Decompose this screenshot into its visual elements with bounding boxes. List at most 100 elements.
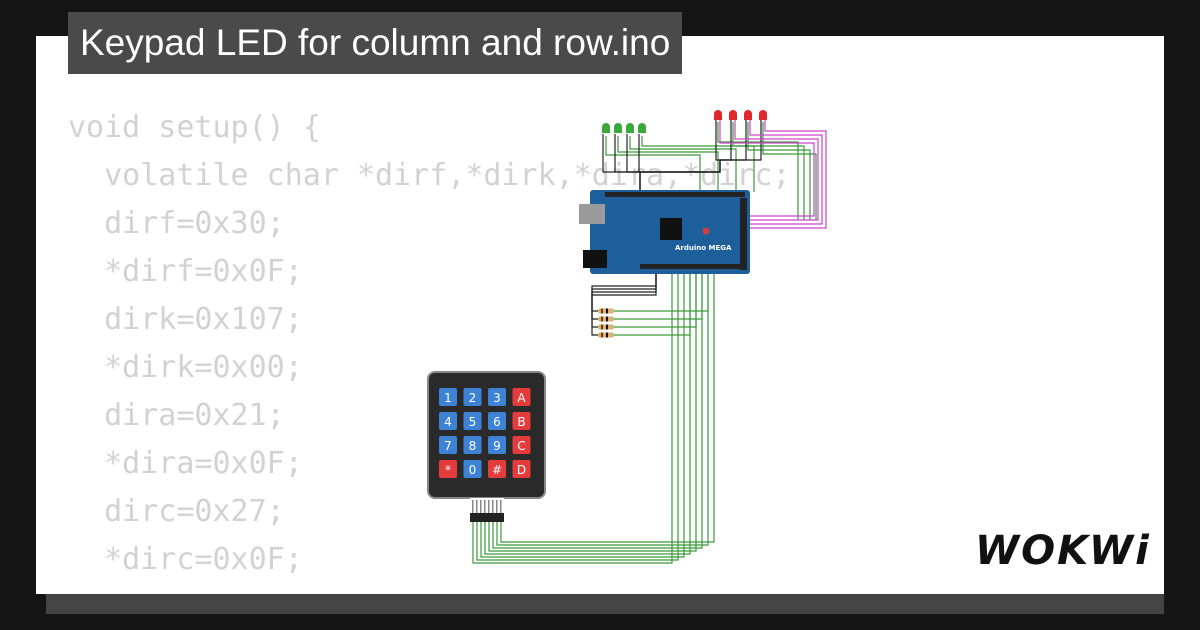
green-led-body (638, 127, 646, 133)
keypad-pin (476, 500, 478, 513)
code-line: *dirf=0x0F; (68, 254, 303, 289)
red-led-body (714, 114, 722, 120)
keypad-wire (488, 270, 697, 552)
resistors (598, 308, 614, 338)
resistor-lead (614, 270, 703, 320)
resistor-band (601, 308, 603, 314)
wokwi-logo[interactable]: WOKWi (975, 525, 1155, 580)
keypad-key[interactable] (488, 436, 506, 454)
led-wire (717, 122, 799, 220)
keypad-key-label: 7 (444, 439, 452, 453)
code-line: dira=0x21; (68, 398, 285, 433)
led-wire (617, 136, 719, 192)
power-jack (583, 250, 607, 268)
chip (660, 218, 682, 240)
signal-wire (742, 120, 823, 225)
keypad-key[interactable] (463, 388, 482, 406)
ground-wire (602, 134, 641, 192)
project-card[interactable]: void setup() { volatile char *dirf,*dirk… (36, 36, 1164, 594)
keypad-key[interactable] (512, 460, 531, 478)
keypad-key-label: A (517, 391, 526, 405)
code-line: dirk=0x107; (68, 302, 303, 337)
reset-button (702, 227, 710, 235)
keypad-key-label: B (517, 415, 525, 429)
ground-wire (638, 134, 641, 192)
magenta-wires (719, 120, 827, 229)
ground-wire (626, 134, 641, 192)
black-wires (591, 120, 762, 336)
resistor-band (601, 316, 603, 322)
keypad-key[interactable] (512, 388, 531, 406)
keypad-key-label: 6 (493, 415, 501, 429)
keypad-key-label: 4 (444, 415, 452, 429)
keypad-pin (500, 500, 502, 513)
resistor-lead (614, 270, 709, 312)
keypad-wire (472, 270, 673, 564)
resistor-band (601, 332, 603, 338)
board-label: Arduino MEGA (675, 244, 732, 252)
keypad-wire (500, 270, 715, 543)
keypad-pin (492, 500, 494, 513)
led-group (602, 110, 767, 133)
keypad-wire (480, 270, 685, 558)
keypad-key[interactable] (463, 412, 482, 430)
led-wire (605, 136, 701, 192)
keypad-key-label: D (517, 463, 526, 477)
keypad-key[interactable] (439, 460, 457, 478)
keypad-key-label: # (492, 463, 502, 477)
project-title[interactable]: Keypad LED for column and row.ino (68, 12, 683, 74)
keypad-key[interactable] (512, 412, 531, 430)
led-wire (762, 122, 817, 220)
logo-text: WOKWi (975, 528, 1151, 574)
keypad-key[interactable] (488, 412, 506, 430)
keypad-key-label: 3 (493, 391, 501, 405)
code-line: dirc=0x27; (68, 494, 285, 529)
keypad-key[interactable] (488, 460, 506, 478)
bottom-header (640, 264, 740, 269)
keypad-pin (484, 500, 486, 513)
keypad-connector (470, 513, 504, 522)
keypad-key-label: 9 (493, 439, 501, 453)
keypad-key[interactable] (488, 388, 506, 406)
keypad-key-label: 2 (469, 391, 477, 405)
code-line: dirf=0x30; (68, 206, 285, 241)
led-wire (747, 122, 811, 220)
ground-wire (640, 120, 762, 173)
keypad-wire (496, 270, 709, 546)
keypad-key[interactable] (439, 412, 457, 430)
keypad-wire (484, 270, 691, 555)
keypad-pins (472, 500, 502, 513)
keypad-key[interactable] (512, 436, 531, 454)
keypad-key-label: 5 (469, 415, 477, 429)
signal-wire (742, 120, 827, 229)
resistor-wire (591, 270, 657, 312)
code-line: void setup() { (68, 110, 321, 145)
code-line: *dirk=0x00; (68, 350, 303, 385)
keypad-key[interactable] (463, 460, 482, 478)
led-wire (732, 122, 805, 220)
code-line: } (68, 584, 790, 594)
keypad-pin (480, 500, 482, 513)
top-header (605, 192, 745, 197)
signal-wire (734, 120, 819, 221)
keypad-key[interactable] (463, 436, 482, 454)
keypad-wire (476, 270, 679, 561)
resistor-wire (591, 270, 657, 336)
resistor-lead (614, 270, 691, 336)
arduino-mega-board[interactable]: Arduino MEGA (579, 190, 750, 274)
signal-wire (719, 120, 815, 217)
resistor-band (606, 324, 608, 330)
red-led-body (729, 114, 737, 120)
keypad-key-label: * (445, 463, 451, 477)
green-wires (472, 122, 817, 564)
led-wire (641, 136, 755, 192)
keypad-key-label: 8 (469, 439, 477, 453)
keypad-key[interactable] (439, 436, 457, 454)
code-line: *dira=0x0F; (68, 446, 303, 481)
green-led-body (602, 127, 610, 133)
keypad-key[interactable] (439, 388, 457, 406)
